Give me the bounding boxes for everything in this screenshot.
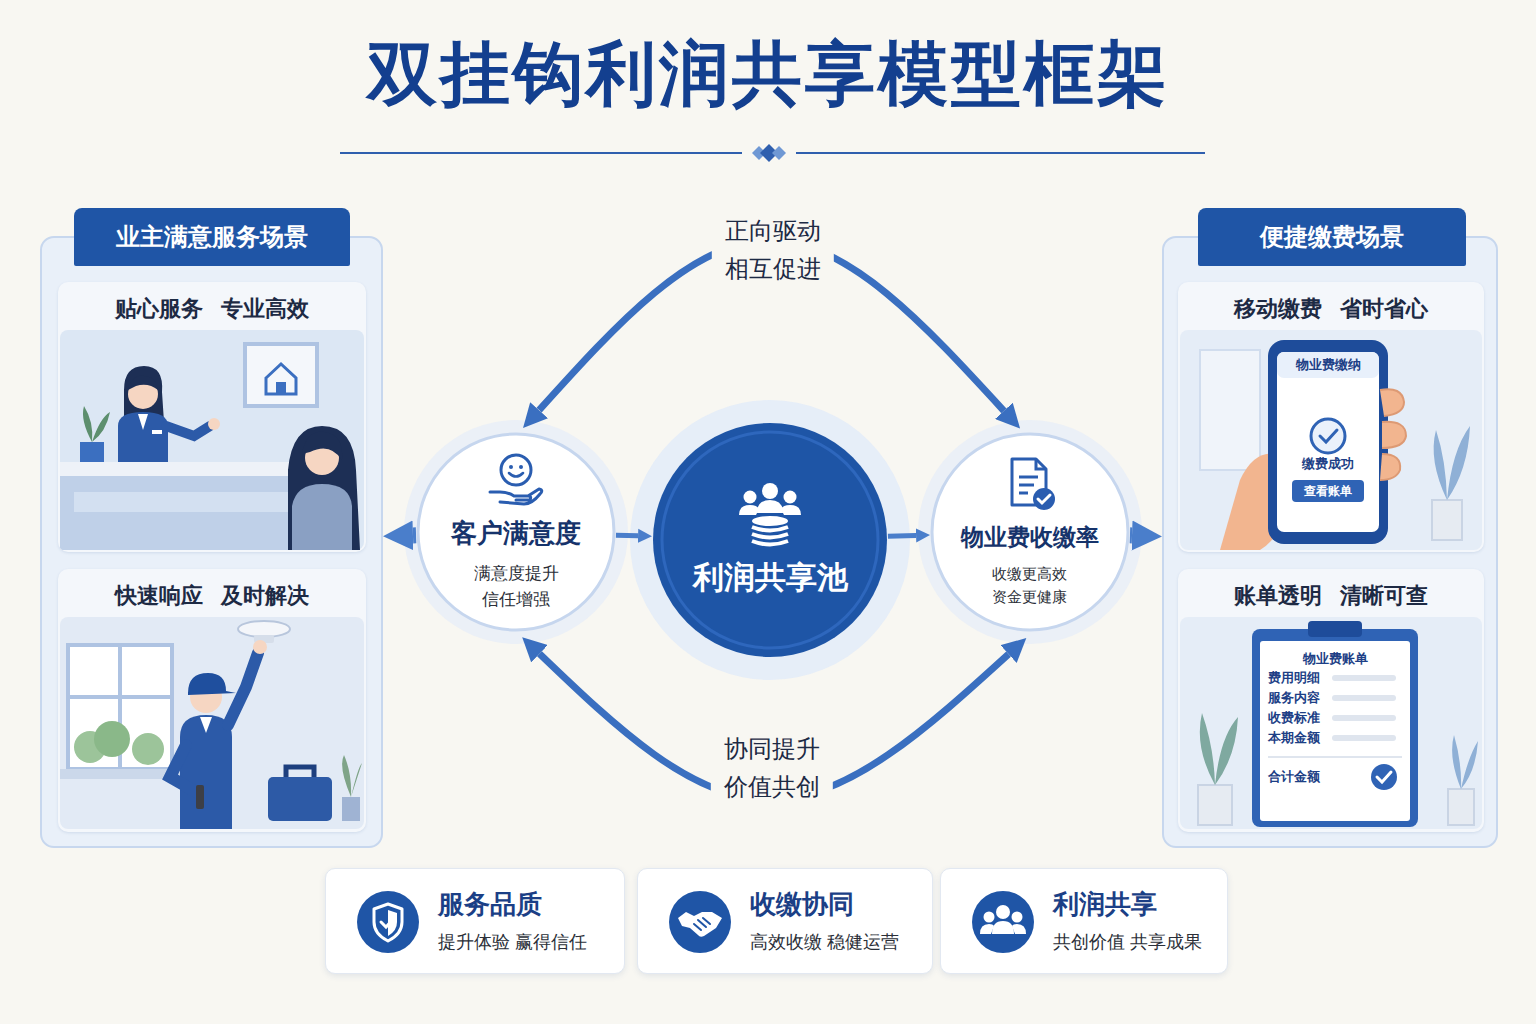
illustration-text: 物业费账单	[1303, 650, 1368, 668]
core-circle: 利润共享池	[652, 422, 888, 658]
flow-arrow	[1130, 527, 1132, 543]
scene-heading: 账单透明 清晰可查	[1178, 569, 1484, 611]
scenario-panel: 便捷缴费场景 移动缴费 省时省心物业费缴纳缴费成功查看账单 账单透明 清晰可查物…	[1162, 236, 1498, 848]
feature-card: 利润共享共创价值 共享成果	[940, 868, 1228, 974]
illustration-text: 费用明细	[1268, 669, 1320, 687]
diagram-title: 双挂钩利润共享模型框架	[0, 28, 1536, 122]
panel-tab-heading: 便捷缴费场景	[1198, 208, 1466, 266]
node-title: 物业费收缴率	[961, 521, 1099, 553]
illustration-text: 查看账单	[1304, 483, 1352, 500]
illustration-text: 本期金额	[1268, 729, 1320, 747]
panel-tab-heading: 业主满意服务场景	[74, 208, 350, 266]
metric-circle: 客户满意度满意度提升 信任增强	[416, 432, 616, 632]
scene-card: 快速响应 及时解决	[58, 569, 366, 832]
scene-card: 账单透明 清晰可查物业费账单费用明细服务内容收费标准本期金额合计金额	[1178, 569, 1484, 832]
scene-heading: 贴心服务 专业高效	[58, 282, 366, 324]
smile-hand-icon	[484, 452, 548, 508]
scene-heading: 快速响应 及时解决	[58, 569, 366, 611]
edge-label: 正向驱动 相互促进	[712, 210, 834, 291]
scene-heading: 移动缴费 省时省心	[1178, 282, 1484, 324]
node-title: 利润共享池	[693, 557, 848, 599]
node-title: 利润共享	[1053, 887, 1227, 922]
illustration-text: 收费标准	[1268, 709, 1320, 727]
flow-arrow	[616, 533, 638, 539]
node-title: 客户满意度	[451, 516, 581, 551]
node-title: 收缴协同	[750, 887, 932, 922]
handshake-icon	[668, 890, 732, 954]
reception-illustration	[60, 330, 364, 550]
node-body: 收缴更高效 资金更健康	[987, 563, 1073, 609]
metric-circle: 物业费收缴率收缴更高效 资金更健康	[930, 432, 1130, 632]
flow-arrow	[413, 527, 416, 543]
feature-card: 服务品质提升体验 赢得信任	[325, 868, 625, 974]
illustration-text: 服务内容	[1268, 689, 1320, 707]
people-coins-icon	[730, 481, 810, 547]
node-body: 高效收缴 稳健运营	[750, 930, 932, 954]
document-check-icon	[1000, 455, 1060, 513]
repair-illustration	[60, 617, 364, 829]
illustration-text: 合计金额	[1268, 768, 1320, 786]
bill-illustration	[1180, 617, 1482, 829]
scene-card: 移动缴费 省时省心物业费缴纳缴费成功查看账单	[1178, 282, 1484, 552]
node-body: 满意度提升 信任增强	[468, 561, 563, 612]
illustration-text: 物业费缴纳	[1296, 356, 1361, 374]
node-body: 提升体验 赢得信任	[438, 930, 624, 954]
edge-label: 协同提升 价值共创	[711, 728, 833, 809]
shield-icon	[356, 890, 420, 954]
scenario-panel: 业主满意服务场景 贴心服务 专业高效	[40, 236, 383, 848]
people-icon	[971, 890, 1035, 954]
flow-arrow	[888, 533, 916, 539]
node-title: 服务品质	[438, 887, 624, 922]
feature-card: 收缴协同高效收缴 稳健运营	[637, 868, 933, 974]
circle-outline	[652, 422, 888, 658]
illustration-text: 缴费成功	[1302, 455, 1354, 473]
scene-card: 贴心服务 专业高效	[58, 282, 366, 552]
node-body: 共创价值 共享成果	[1053, 930, 1227, 954]
